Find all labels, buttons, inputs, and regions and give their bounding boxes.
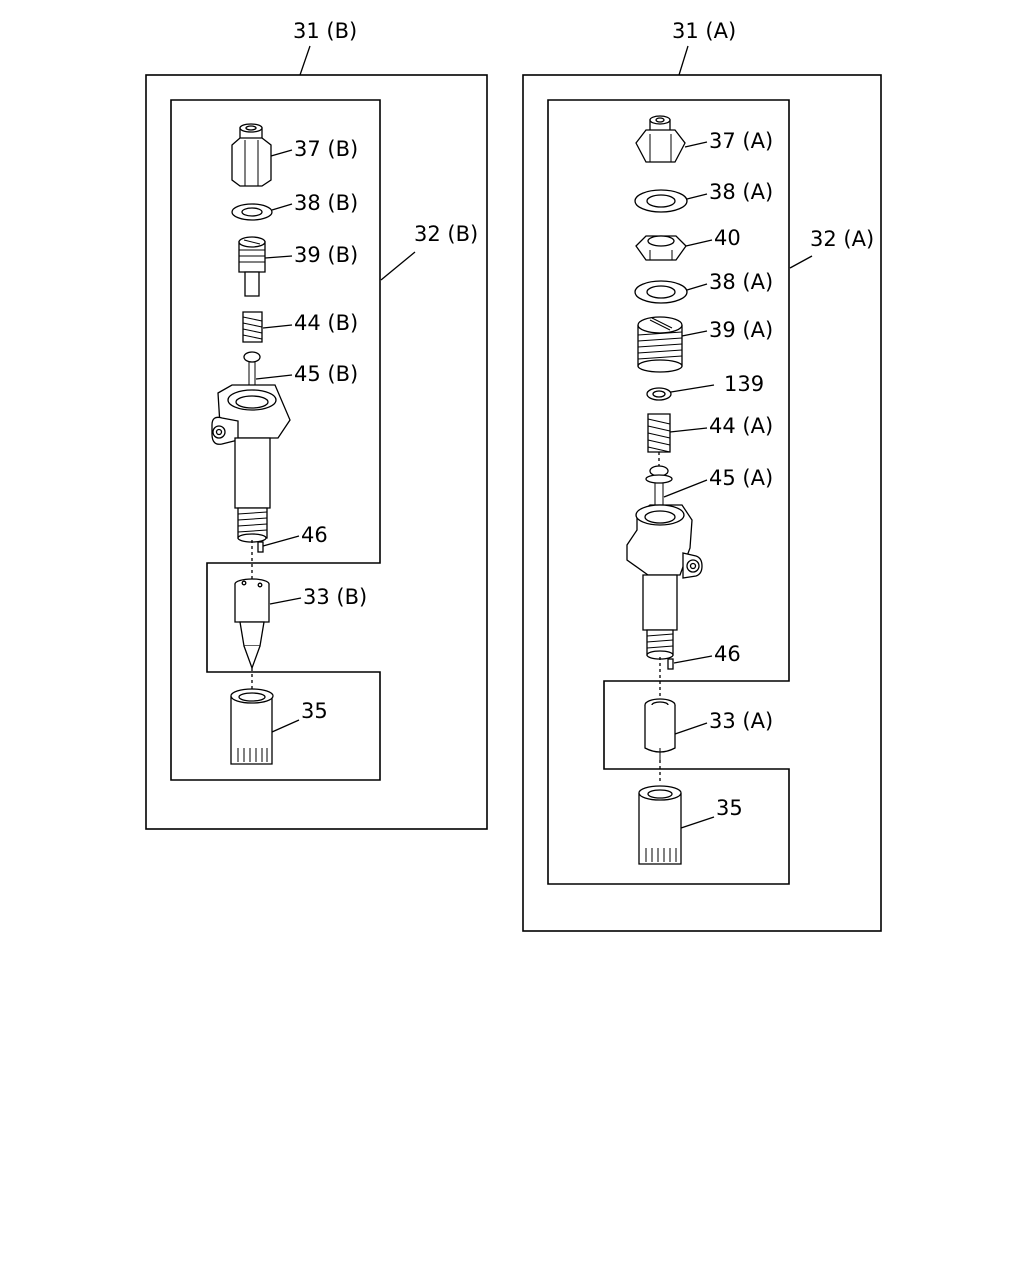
label-37b: 37 (B) [294, 137, 358, 161]
assembly-a-sub-label: 32 (A) [810, 227, 874, 251]
leader-35a [680, 816, 715, 829]
label-46b: 46 [301, 523, 328, 547]
washer-38b [231, 203, 273, 221]
label-37a: 37 (A) [709, 129, 773, 153]
leader-39a [681, 330, 708, 337]
assembly-b: 31 (B) 32 (B) 37 (B) 38 (B) [145, 19, 488, 830]
assembly-a-title: 31 (A) [672, 19, 736, 43]
leader-38b [271, 203, 293, 211]
washer-38a-bottom [634, 280, 688, 304]
label-38a-bottom: 38 (A) [709, 270, 773, 294]
nozzle-holder-b [211, 384, 291, 543]
adjusting-screw-a [637, 316, 683, 373]
label-46a: 46 [714, 642, 741, 666]
leader-44b [262, 324, 293, 329]
leader-35b [271, 719, 300, 733]
label-33a: 33 (A) [709, 709, 773, 733]
assembly-a-outer-frame [522, 74, 882, 932]
label-39a: 39 (A) [709, 318, 773, 342]
adjusting-screw-b [238, 236, 266, 297]
leader-46b [262, 535, 300, 547]
assembly-b-inner-frame [170, 99, 381, 781]
label-35a: 35 [716, 796, 743, 820]
label-33b: 33 (B) [303, 585, 367, 609]
nozzle-33a [644, 698, 676, 760]
label-35b: 35 [301, 699, 328, 723]
cap-nut-b [231, 123, 272, 187]
leader-37a [684, 141, 708, 148]
leader-45b [255, 374, 293, 380]
leader-38a-bottom [686, 283, 708, 291]
assembly-b-sub-leader [380, 251, 416, 281]
label-44b: 44 (B) [294, 311, 358, 335]
leader-45a [663, 479, 708, 498]
leader-44a [669, 427, 708, 433]
spring-44b [242, 311, 263, 343]
label-40: 40 [714, 226, 741, 250]
leader-40 [685, 239, 713, 247]
nozzle-33b [234, 578, 270, 670]
label-139: 139 [724, 372, 764, 396]
assembly-b-title: 31 (B) [293, 19, 357, 43]
leader-38a-top [686, 193, 708, 200]
assembly-a-inner-frame [547, 99, 790, 885]
label-45b: 45 (B) [294, 362, 358, 386]
label-39b: 39 (B) [294, 243, 358, 267]
leader-37b [270, 149, 293, 157]
spring-44a [647, 413, 671, 453]
assembly-b-title-leader [299, 45, 311, 76]
assembly-a-sub-leader [789, 255, 813, 269]
retaining-nut-35-b [230, 688, 274, 765]
label-45a: 45 (A) [709, 466, 773, 490]
label-38a-top: 38 (A) [709, 180, 773, 204]
assembly-a: 31 (A) 32 (A) 37 (A) 38 (A) [522, 19, 882, 932]
washer-38a-top [634, 189, 688, 213]
label-44a: 44 (A) [709, 414, 773, 438]
leader-139 [670, 384, 715, 393]
retaining-nut-35-a [638, 785, 682, 865]
pin-46-a [667, 658, 674, 670]
nozzle-holder-a [626, 504, 703, 660]
assembly-b-sub-label: 32 (B) [414, 222, 478, 246]
label-38b: 38 (B) [294, 191, 358, 215]
assembly-b-outer-frame [145, 74, 488, 830]
assembly-a-title-leader [678, 45, 689, 76]
leader-33b [269, 597, 302, 605]
leader-39b [264, 255, 293, 259]
pin-46-b [257, 541, 264, 553]
leader-33a [674, 722, 708, 735]
leader-46a [673, 655, 713, 664]
cap-nut-a [635, 115, 686, 163]
lock-nut-40 [635, 235, 687, 261]
ring-139 [646, 387, 672, 401]
